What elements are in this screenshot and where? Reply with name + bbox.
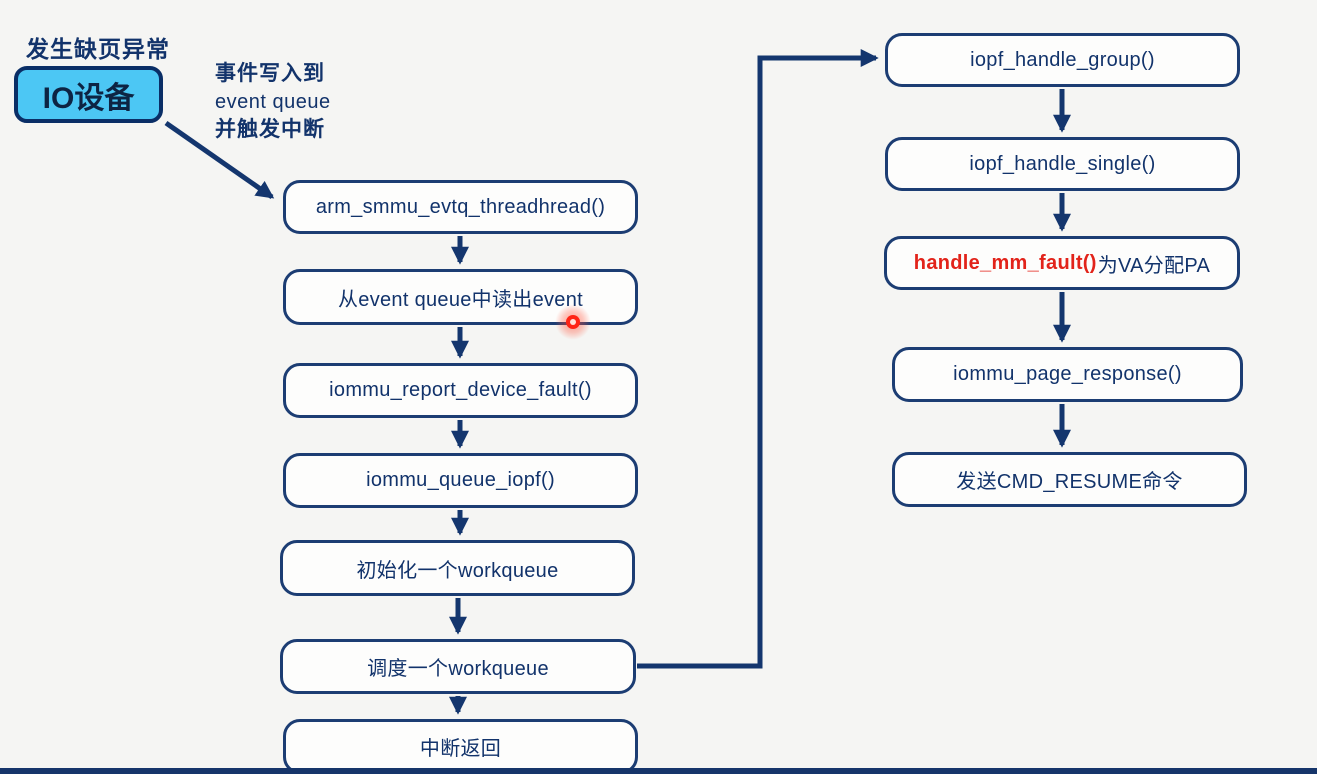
flow-node-label: arm_smmu_evtq_threadhread() bbox=[315, 195, 606, 218]
page-fault-caption: 发生缺页异常 bbox=[26, 36, 170, 62]
flow-node-label: 调度一个workqueue bbox=[367, 658, 549, 680]
flow-node-label: 中断返回 bbox=[419, 738, 502, 760]
flow-node-iopf-handle-single: iopf_handle_single() bbox=[885, 137, 1240, 191]
flow-node-handle-mm-fault: handle_mm_fault() 为VA分配PA bbox=[884, 236, 1240, 290]
flow-node-label: iommu_queue_iopf() bbox=[366, 469, 555, 491]
flow-node-label: iommu_page_response() bbox=[953, 363, 1182, 385]
flow-node-highlight-label: handle_mm_fault() bbox=[913, 251, 1097, 274]
flow-node-iopf-handle-group: iopf_handle_group() bbox=[885, 33, 1240, 87]
annotation-line-3: 并触发中断 bbox=[215, 118, 325, 141]
flow-node-label: iopf_handle_group() bbox=[970, 48, 1155, 71]
flow-node-label: 为VA分配PA bbox=[1097, 254, 1211, 277]
event-queue-annotation: 事件写入到 event queue 并触发中断 bbox=[215, 60, 331, 144]
flow-node-label: 初始化一个workqueue bbox=[356, 559, 559, 582]
flow-node-label: 发送CMD_RESUME命令 bbox=[956, 471, 1183, 493]
annotation-line-2: event queue bbox=[215, 91, 331, 113]
flow-node-label: iommu_report_device_fault() bbox=[329, 379, 592, 401]
flow-node-schedule-workqueue: 调度一个workqueue bbox=[280, 639, 636, 694]
flow-node-iommu-page-response: iommu_page_response() bbox=[892, 347, 1243, 402]
bottom-divider-bar bbox=[0, 768, 1317, 774]
io-device-label: IO设备 bbox=[42, 81, 135, 115]
arrow-device-to-l1 bbox=[164, 120, 275, 200]
connector-l6-to-r1 bbox=[637, 49, 879, 669]
flow-node-label: iopf_handle_single() bbox=[969, 152, 1156, 175]
annotation-line-1: 事件写入到 bbox=[215, 62, 325, 85]
flow-node-interrupt-return: 中断返回 bbox=[283, 719, 638, 774]
flow-node-label: 从event queue中读出event bbox=[337, 288, 584, 311]
flow-node-iommu-queue-iopf: iommu_queue_iopf() bbox=[283, 453, 638, 508]
io-device-box: IO设备 bbox=[14, 66, 163, 123]
flow-node-arm-smmu-evtq-thread: arm_smmu_evtq_threadhread() bbox=[283, 180, 638, 234]
flow-node-send-cmd-resume: 发送CMD_RESUME命令 bbox=[892, 452, 1247, 507]
flow-node-iommu-report-device-fault: iommu_report_device_fault() bbox=[283, 363, 638, 418]
flow-node-read-event-from-queue: 从event queue中读出event bbox=[283, 269, 638, 325]
flow-node-init-workqueue: 初始化一个workqueue bbox=[280, 540, 635, 596]
